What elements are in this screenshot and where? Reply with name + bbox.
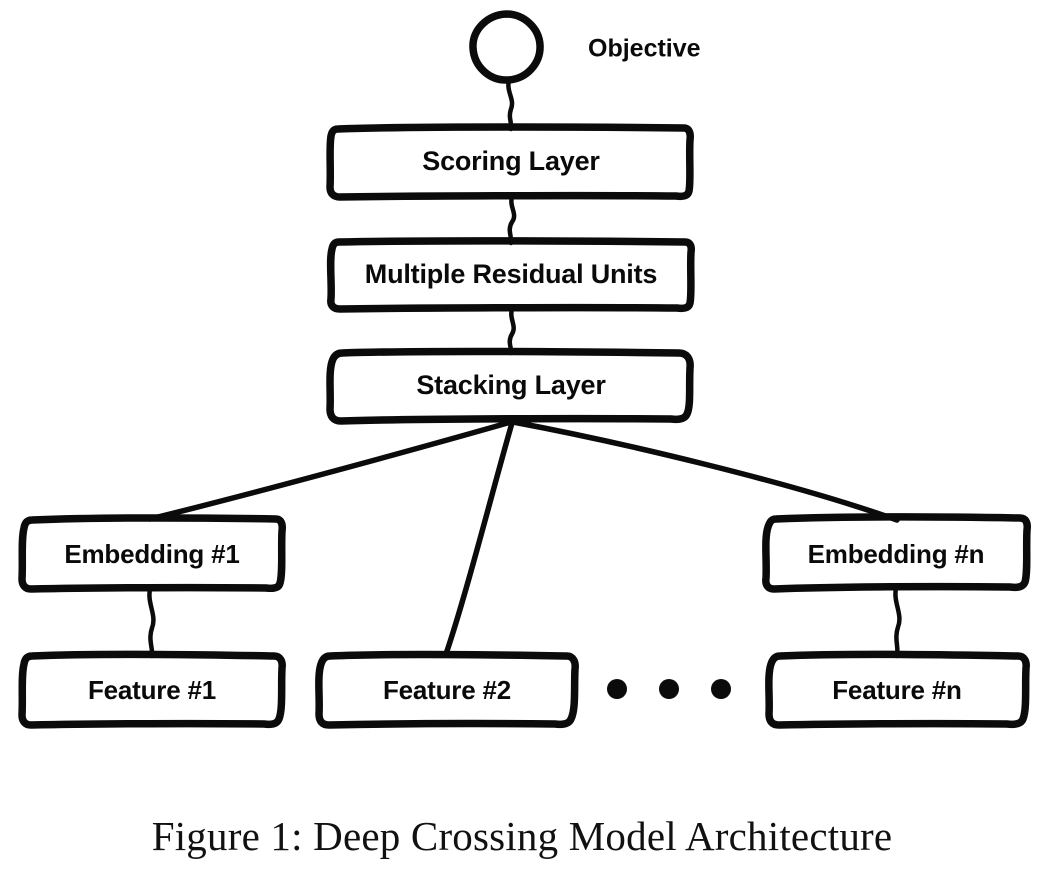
objective-node xyxy=(469,10,544,84)
ellipsis-dot-2 xyxy=(659,679,679,699)
feature-2-label: Feature #2 xyxy=(383,675,511,705)
connector-stacking-to-embedding-n xyxy=(510,419,900,523)
feature-2-box xyxy=(315,650,579,729)
scoring-layer-box xyxy=(326,123,694,201)
ellipsis-dot-3 xyxy=(711,679,731,699)
node-embedding-1 xyxy=(18,514,286,593)
node-multiple-residual-units xyxy=(326,237,695,313)
feature-1-box xyxy=(18,650,286,729)
feature-1-label: Feature #1 xyxy=(88,675,216,705)
embedding-1-box xyxy=(18,514,286,593)
stacking-layer-label: Stacking Layer xyxy=(416,370,606,400)
connector-embedding-n-to-feature-n xyxy=(893,585,902,659)
ellipsis-dots xyxy=(607,679,731,699)
node-scoring-layer xyxy=(326,123,694,201)
stacking-layer-box xyxy=(326,347,694,425)
embedding-1-label: Embedding #1 xyxy=(64,539,239,569)
node-feature-n xyxy=(765,650,1030,729)
embedding-n-label: Embedding #n xyxy=(808,539,985,569)
ellipsis-dot-1 xyxy=(607,679,627,699)
feature-n-box xyxy=(765,650,1030,729)
connector-objective-to-scoring xyxy=(506,77,515,132)
node-feature-1 xyxy=(18,650,286,729)
feature-n-label: Feature #n xyxy=(832,675,962,705)
scoring-layer-label: Scoring Layer xyxy=(422,146,600,176)
node-stacking-layer xyxy=(326,347,694,425)
connector-stacking-to-feature-2 xyxy=(443,420,515,657)
figure-caption: Figure 1: Deep Crossing Model Architectu… xyxy=(151,813,893,859)
node-embedding-n xyxy=(762,513,1031,593)
multiple-residual-units-box xyxy=(326,237,695,313)
connector-embedding-1-to-feature-1 xyxy=(147,586,156,659)
embedding-n-box xyxy=(762,513,1031,593)
connector-scoring-to-residual xyxy=(507,194,517,246)
node-feature-2 xyxy=(315,650,579,729)
connector-stacking-to-embedding-1 xyxy=(147,419,514,522)
objective-label: Objective xyxy=(588,35,701,63)
objective-circle-icon xyxy=(469,10,544,84)
multiple-residual-units-label: Multiple Residual Units xyxy=(365,259,657,289)
connector-residual-to-stacking xyxy=(507,306,516,356)
